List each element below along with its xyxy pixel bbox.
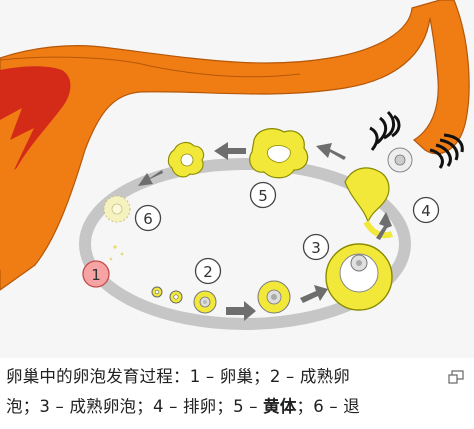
arrow-3a-to-3 [300, 285, 328, 303]
uterus-and-oviduct [0, 0, 470, 291]
ovary-outline [79, 158, 411, 330]
label-3: 3 [302, 233, 330, 261]
stage-3-preantral-follicle [257, 280, 291, 314]
label-1: 1 [82, 260, 110, 288]
svg-text:1: 1 [91, 266, 101, 284]
stage-3-mature-follicle [325, 243, 393, 311]
enlarge-icon[interactable] [448, 369, 464, 384]
label-2: 2 [194, 257, 222, 285]
arrow-5-to-6 [214, 142, 246, 160]
stage-2-follicle [193, 290, 217, 314]
label-6: 6 [134, 204, 162, 232]
caption-line-2-start: 泡；3 – 成熟卵泡；4 – 排卵；5 – [6, 397, 264, 416]
figure-caption: 卵巢中的卵泡发育过程：1 – 卵巢；2 – 成熟卵 泡；3 – 成熟卵泡；4 –… [6, 362, 446, 422]
stage-1-small-follicles [151, 286, 183, 304]
caption-line-1: 卵巢中的卵泡发育过程：1 – 卵巢；2 – 成熟卵 [6, 367, 350, 386]
svg-text:4: 4 [421, 202, 431, 220]
svg-text:5: 5 [258, 187, 268, 205]
progression-arrows [138, 142, 392, 321]
fimbriae [369, 110, 464, 169]
diagram-canvas: 1 2 3 4 5 6 [0, 0, 470, 330]
label-4: 4 [412, 196, 440, 224]
stage-6-regressing-corpus [167, 141, 205, 178]
caption-corpus-luteum-bold: 黄体 [263, 397, 297, 416]
ovarian-cycle-diagram: 1 2 3 4 5 6 [0, 0, 470, 330]
arrow-6-to-albicans [138, 170, 163, 186]
stage-4-ovulation [344, 147, 413, 239]
svg-text:3: 3 [311, 239, 321, 257]
caption-line-2-end: ；6 – 退 [296, 397, 360, 416]
svg-text:6: 6 [143, 210, 153, 228]
stage-5-corpus-luteum [249, 128, 309, 179]
label-5: 5 [249, 181, 277, 209]
arrow-2-to-3a [226, 301, 256, 321]
arrow-4-to-5 [316, 143, 346, 160]
svg-text:2: 2 [203, 263, 213, 281]
caption-line-2: 泡；3 – 成熟卵泡；4 – 排卵；5 – 黄体；6 – 退 [6, 392, 446, 422]
arrow-3-to-4 [376, 212, 392, 240]
stage-6-corpus-albicans [103, 195, 131, 261]
